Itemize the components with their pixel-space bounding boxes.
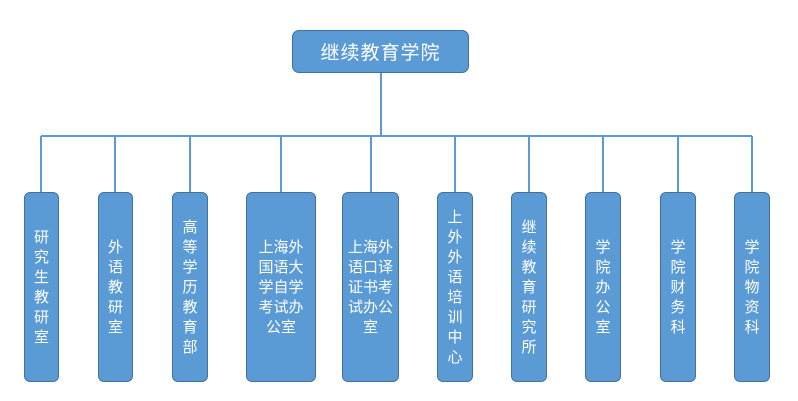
child-node-higher-education-department[interactable]: 高等学历教育部 [172, 192, 208, 382]
child-node-interpretation-exam-office[interactable]: 上海外语口译证书考试办公室 [342, 192, 399, 382]
root-node[interactable]: 继续教育学院 [292, 30, 469, 73]
child-node-label: 上外外语培训中心 [447, 208, 463, 366]
child-node-label: 学院办公室 [595, 238, 611, 336]
child-node-finance-section[interactable]: 学院财务科 [660, 192, 696, 382]
child-node-label: 学院财务科 [670, 238, 686, 336]
child-node-label: 学院物资科 [744, 238, 760, 336]
child-node-label: 研究生教研室 [33, 228, 49, 346]
child-node-training-center[interactable]: 上外外语培训中心 [437, 192, 473, 382]
child-node-materials-section[interactable]: 学院物资科 [734, 192, 770, 382]
child-node-label: 外语教研室 [107, 238, 123, 336]
child-node-foreign-language-office[interactable]: 外语教研室 [98, 192, 133, 382]
child-node-research-institute[interactable]: 继续教育研究所 [511, 192, 547, 382]
root-node-label: 继续教育学院 [320, 42, 441, 64]
child-node-label: 高等学历教育部 [182, 218, 198, 356]
child-node-label: 继续教育研究所 [521, 218, 537, 356]
child-node-college-office[interactable]: 学院办公室 [585, 192, 621, 382]
child-node-graduate-teaching-office[interactable]: 研究生教研室 [24, 192, 59, 382]
child-node-label: 上海外国语大学自学考试办公室 [258, 238, 304, 336]
child-node-label: 上海外语口译证书考试办公室 [347, 238, 393, 336]
child-node-self-study-exam-office[interactable]: 上海外国语大学自学考试办公室 [246, 192, 316, 382]
